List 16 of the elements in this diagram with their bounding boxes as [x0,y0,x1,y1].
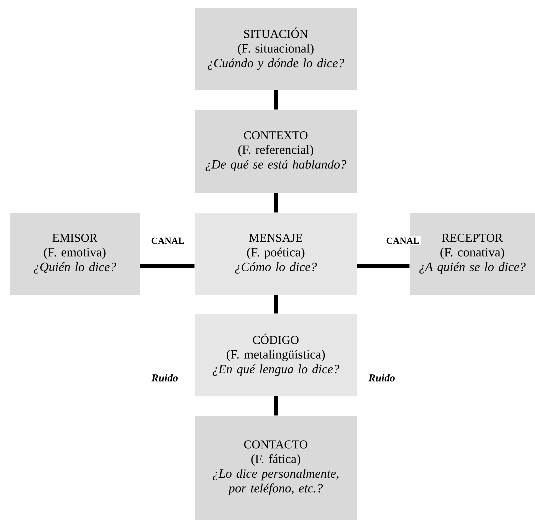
function-box: CONTEXTO (F. referencial) ¿De qué se está hablando? [195,110,357,193]
function-box: MENSAJE (F. poética) ¿Cómo lo dice? [195,213,357,295]
edge-label: CANAL [150,236,186,246]
connector-line [274,193,278,213]
connector-line [140,264,195,268]
connector-line [357,264,410,268]
edge-label: CANAL [385,236,421,246]
noise-label: Ruido [152,374,178,382]
noise-label: Ruido [368,374,395,382]
function-box: EMISOR (F. emotiva) ¿Quién lo dice? [10,213,140,295]
function-box: SITUACIÓN (F. situacional) ¿Cuándo y dónde lo dice? [195,8,357,90]
connector-line [274,90,278,110]
connector-line [274,396,278,416]
function-box: CÓDIGO (F. metalingüística) ¿En qué lengua lo dice? [195,314,357,396]
connector-line [274,295,278,314]
function-box: CONTACTO (F. fática) ¿Lo dice personalmente, por teléfono, etc.? [195,416,357,520]
